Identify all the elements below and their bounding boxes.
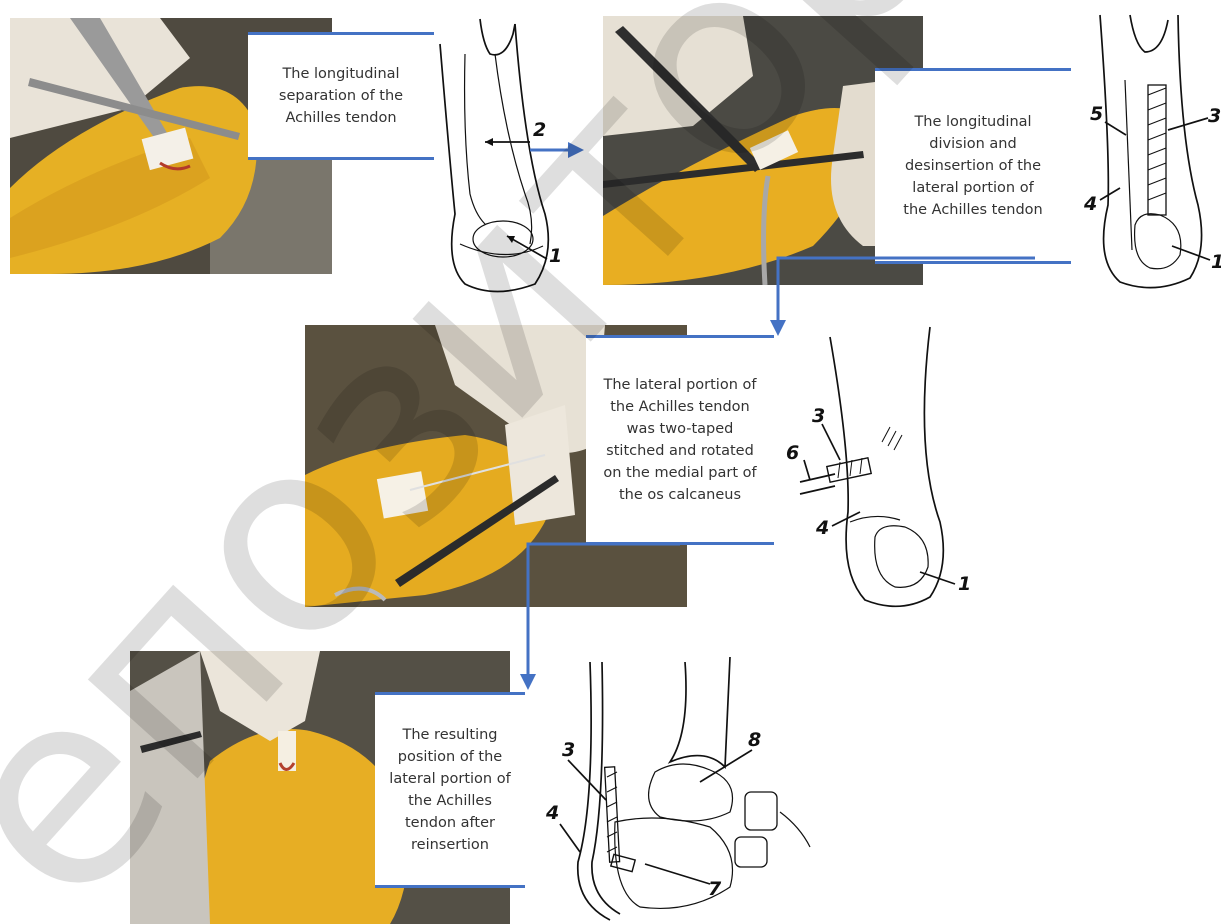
step-2-caption-text: The longitudinal division and desinserti… xyxy=(895,111,1050,221)
step-4-caption-text: The resulting position of the lateral po… xyxy=(381,724,518,856)
caption-bottom-rule xyxy=(375,885,525,888)
step-4-label-4: 4 xyxy=(545,802,559,824)
step-1-caption-text: The longitudinal separation of the Achil… xyxy=(271,63,411,129)
step-4-caption: The resulting position of the lateral po… xyxy=(375,692,525,888)
step-3-label-3: 3 xyxy=(812,405,825,427)
step-3-label-6: 6 xyxy=(786,442,799,464)
step-4-label-3: 3 xyxy=(562,739,575,761)
caption-top-rule xyxy=(586,335,774,338)
step-4-foot-sketch: 3 8 4 7 xyxy=(540,652,815,924)
step-1-label-2: 2 xyxy=(533,119,546,141)
step-3-caption-text: The lateral portion of the Achilles tend… xyxy=(595,374,764,506)
caption-top-rule xyxy=(375,692,525,695)
caption-bottom-rule xyxy=(875,261,1071,264)
step-2-label-5: 5 xyxy=(1090,103,1103,125)
step-4-label-8: 8 xyxy=(748,729,761,751)
step-4-label-7: 7 xyxy=(708,878,722,900)
step-3-label-1: 1 xyxy=(958,573,971,595)
caption-bottom-rule xyxy=(586,542,774,545)
step-2-foot-sketch: 5 3 4 1 xyxy=(1080,10,1221,295)
caption-top-rule xyxy=(875,68,1071,71)
step-2-label-1: 1 xyxy=(1211,251,1221,273)
step-1-label-1: 1 xyxy=(549,245,562,267)
caption-bottom-rule xyxy=(248,157,434,160)
step-1-caption: The longitudinal separation of the Achil… xyxy=(248,32,434,160)
step-2-label-4: 4 xyxy=(1083,193,1097,215)
step-2-label-3: 3 xyxy=(1208,105,1221,127)
caption-top-rule xyxy=(248,32,434,35)
step-3-foot-sketch: 3 6 4 1 xyxy=(780,322,980,617)
step-3-caption: The lateral portion of the Achilles tend… xyxy=(586,335,774,545)
step-1-foot-sketch: 2 1 xyxy=(435,14,565,294)
step-2-caption: The longitudinal division and desinserti… xyxy=(875,68,1071,264)
step-3-label-4: 4 xyxy=(815,517,829,539)
